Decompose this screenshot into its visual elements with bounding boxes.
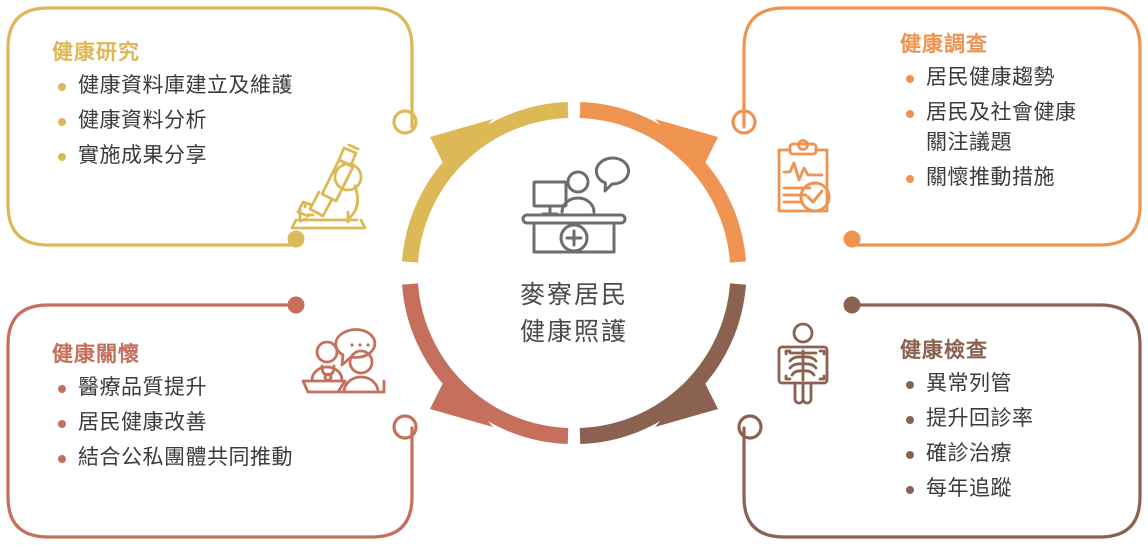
card-outline-path (6, 303, 414, 539)
list-item: 醫療品質提升 (52, 373, 293, 403)
center-label-line2: 健康照護 (519, 318, 628, 346)
card-title-health-research: 健康研究 (52, 41, 140, 64)
list-item: 提升回診率 (900, 404, 1034, 434)
card-frame-top-right (731, 6, 1142, 248)
connector-dot-marker (287, 296, 305, 314)
bullet-list-health-exam: 異常列管 提升回診率 確診治療 每年追蹤 (900, 369, 1034, 503)
connector-dot-marker (287, 230, 305, 248)
list-item: 結合公私團體共同推動 (52, 443, 293, 473)
connector-dot-marker (843, 296, 861, 314)
clipboard-heartbeat-check-icon (777, 139, 831, 213)
bullet-list-health-research: 健康資料庫建立及維護 健康資料分析 實施成果分享 (52, 71, 293, 170)
reception-desk-icon (521, 156, 631, 254)
arrow-head (430, 119, 493, 171)
list-item: 居民健康改善 (52, 408, 293, 438)
arrow-head (430, 375, 493, 427)
list-item: 每年追蹤 (900, 474, 1034, 504)
card-top-left: 健康研究 健康資料庫建立及維護 健康資料分析 實施成果分享 (52, 40, 293, 171)
connector-ring-marker (392, 414, 418, 440)
arrow-head (655, 119, 718, 171)
center-label: 麥寮居民 健康照護 (449, 277, 699, 351)
bullet-list-health-care: 醫療品質提升 居民健康改善 結合公私團體共同推動 (52, 373, 293, 472)
list-item: 實施成果分享 (52, 141, 293, 171)
card-outline-path (6, 6, 414, 247)
list-item: 異常列管 (900, 369, 1034, 399)
doctor-patient-consultation-icon (301, 328, 386, 394)
list-item: 居民及社會健康 關注議題 (900, 98, 1077, 158)
list-item: 居民健康趨勢 (900, 63, 1077, 93)
list-item: 健康資料庫建立及維護 (52, 71, 293, 101)
bullet-list-health-survey: 居民健康趨勢 居民及社會健康 關注議題 關懷推動措施 (900, 63, 1077, 192)
card-top-right: 健康調查 居民健康趨勢 居民及社會健康 關注議題 關懷推動措施 (900, 32, 1077, 192)
arc-stroke (402, 102, 569, 263)
list-item: 健康資料分析 (52, 106, 293, 136)
arrow-head (655, 375, 718, 427)
list-item: 確診治療 (900, 439, 1034, 469)
health-research-arc (402, 102, 569, 263)
connector-dot-marker (843, 230, 861, 248)
card-bottom-left: 健康關懷 醫療品質提升 居民健康改善 結合公私團體共同推動 (52, 342, 293, 473)
connector-ring-marker (731, 109, 757, 135)
health-survey-arc (579, 102, 746, 263)
card-frame-bottom-right (737, 296, 1142, 539)
card-outline-path (742, 303, 1142, 539)
card-outline-path (742, 6, 1142, 247)
connector-ring-marker (737, 414, 763, 440)
card-frame-top-left (6, 6, 418, 248)
list-item: 關懷推動措施 (900, 163, 1077, 193)
card-bottom-right: 健康檢查 異常列管 提升回診率 確診治療 每年追蹤 (900, 338, 1034, 503)
health-care-arc (402, 283, 569, 444)
connector-ring-marker (392, 109, 418, 135)
microscope-icon (290, 143, 367, 230)
card-frame-bottom-left (6, 296, 418, 539)
center-label-line1: 麥寮居民 (519, 281, 628, 309)
health-exam-arc (579, 283, 746, 444)
arc-stroke (579, 102, 746, 263)
card-title-health-exam: 健康檢查 (900, 339, 988, 362)
card-title-health-care: 健康關懷 (52, 343, 140, 366)
card-title-health-survey: 健康調查 (900, 33, 988, 56)
xray-body-scan-icon (777, 322, 829, 405)
